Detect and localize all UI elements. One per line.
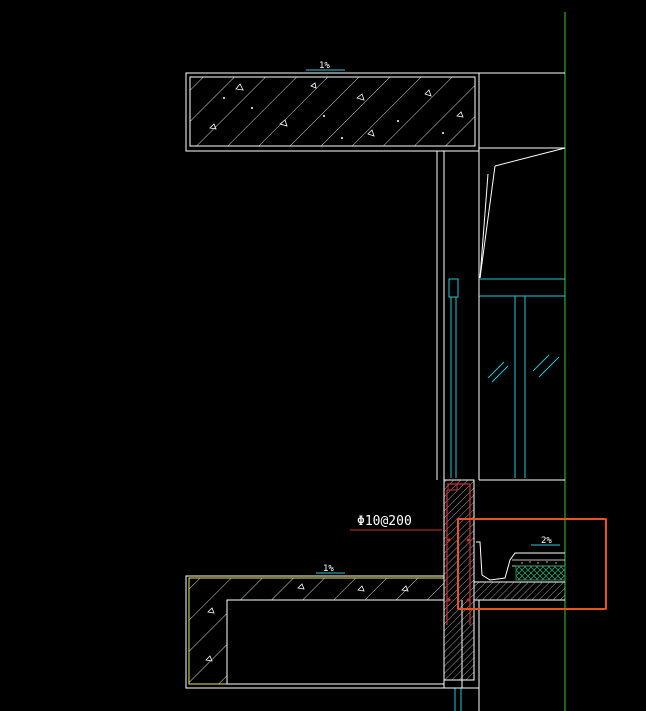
rebar-callout: Φ10@200 <box>350 514 442 531</box>
slope-label-terrace: 2% <box>541 536 552 546</box>
window-head-profile <box>479 147 566 279</box>
slope-marker-upper: 1% <box>306 61 345 71</box>
highlight-box <box>457 518 607 610</box>
terrace-buildup <box>461 541 566 711</box>
lower-column-stub <box>454 688 462 711</box>
lower-floor-slab <box>185 575 445 689</box>
upper-roof-beam <box>185 72 565 152</box>
wall-column <box>436 151 480 480</box>
rebar-callout-label: Φ10@200 <box>357 514 412 529</box>
slope-marker-terrace: 2% <box>531 536 560 546</box>
slope-label-upper: 1% <box>319 61 330 71</box>
window-mullion-lines <box>478 296 565 481</box>
slope-label-lower: 1% <box>323 564 334 574</box>
slope-marker-lower: 1% <box>316 564 345 574</box>
glazing-system <box>448 278 565 478</box>
